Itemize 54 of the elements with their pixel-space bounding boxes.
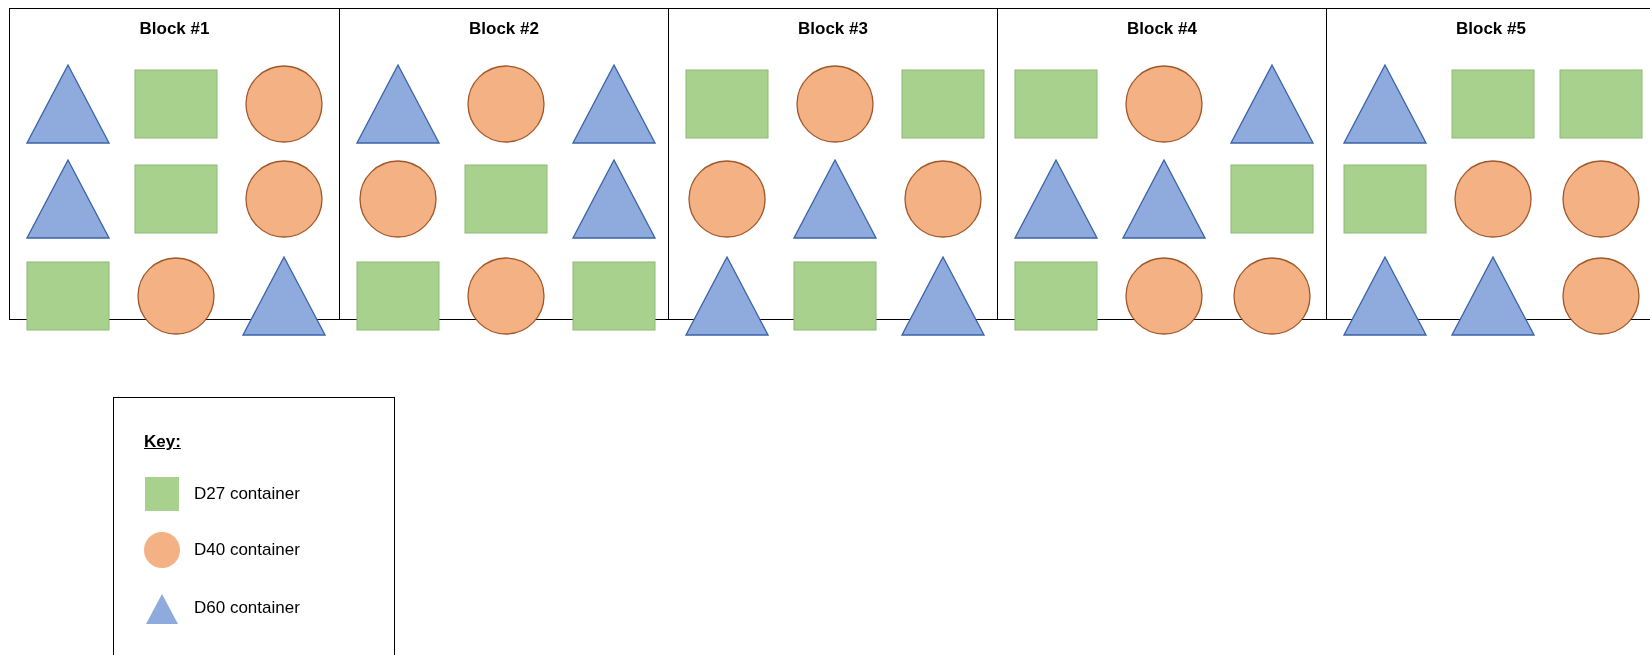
square-shape [1451,69,1535,139]
triangle-shape [356,64,440,144]
circle-shape [904,160,982,238]
block-heading: Block #4 [1127,19,1197,39]
triangle-shape [1451,256,1535,336]
square-shape [1343,164,1427,234]
square-shape [901,69,985,139]
square-shape [356,261,440,331]
triangle-shape [26,64,110,144]
triangle-shape [793,159,877,239]
triangle-shape [26,159,110,239]
square-shape [793,261,877,331]
triangle-shape [1230,64,1314,144]
square-shape [1014,69,1098,139]
triangle-shape [901,256,985,336]
legend-label: D27 container [194,484,300,504]
triangle-shape [572,159,656,239]
square-shape [685,69,769,139]
circle-shape [1233,257,1311,335]
block-heading: Block #1 [139,19,210,39]
square-shape [1230,164,1314,234]
circle-shape [245,65,323,143]
block-heading: Block #5 [1456,19,1526,39]
circle-shape [688,160,766,238]
block-heading: Block #2 [469,19,539,39]
square-shape [464,164,548,234]
triangle-shape [572,64,656,144]
square-shape [26,261,110,331]
circle-shape [1562,160,1640,238]
triangle-shape [685,256,769,336]
triangle-shape [1343,64,1427,144]
circle-shape [1125,65,1203,143]
key-heading: Key: [144,432,181,452]
circle-shape [1562,257,1640,335]
triangle-shape [1343,256,1427,336]
circle-shape [467,65,545,143]
triangle-shape [242,256,326,336]
circle-shape [467,257,545,335]
triangle-shape [1014,159,1098,239]
circle-shape [137,257,215,335]
circle-shape [796,65,874,143]
square-shape [1014,261,1098,331]
circle-shape [245,160,323,238]
legend-label: D40 container [194,540,300,560]
square-shape [134,164,218,234]
triangle-shape [1122,159,1206,239]
circle-shape [359,160,437,238]
square-shape [134,69,218,139]
circle-shape [1125,257,1203,335]
circle-shape [1454,160,1532,238]
legend-label: D60 container [194,598,300,618]
square-shape [572,261,656,331]
block-heading: Block #3 [798,19,868,39]
square-shape [1559,69,1643,139]
